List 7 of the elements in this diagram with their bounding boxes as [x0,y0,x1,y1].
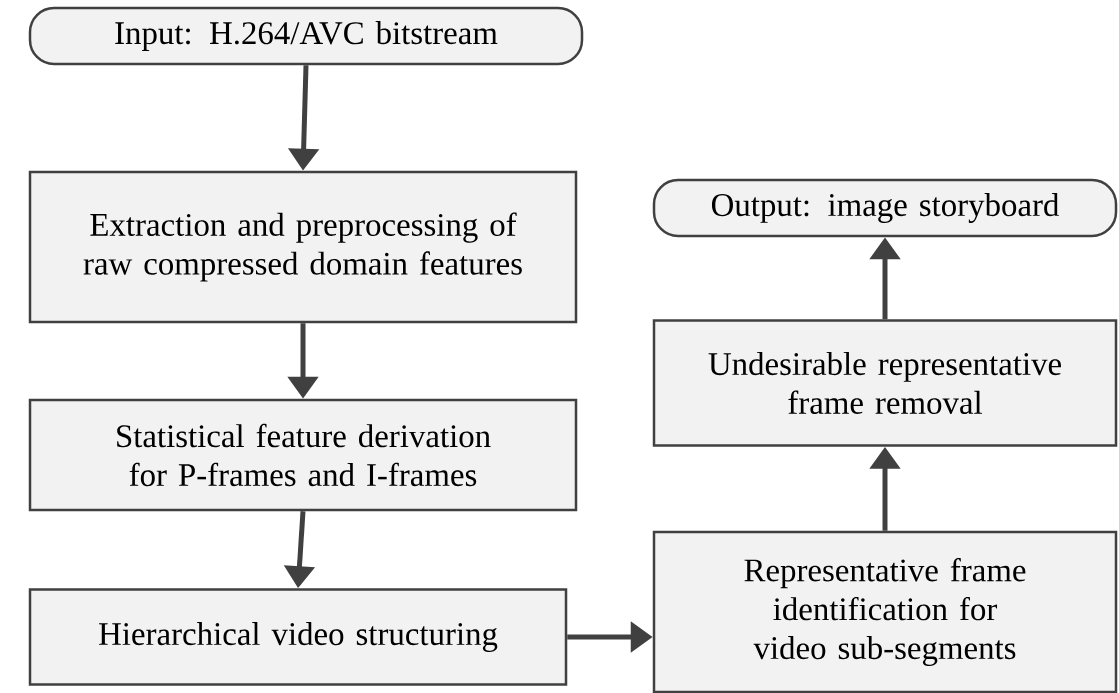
process-box: Hierarchical video structuring [28,588,568,686]
process-box: Undesirable representative frame removal [652,319,1118,447]
process-box: Representative frame identification for video sub-segments [652,530,1118,693]
terminal-box: Input: H.264/AVC bitstream [28,6,584,66]
process-box: Statistical feature derivation for P-frames and I-frames [28,398,578,512]
process-box: Extraction and preprocessing of raw compressed domain features [28,170,578,324]
terminal-box: Output: image storyboard [652,178,1118,238]
